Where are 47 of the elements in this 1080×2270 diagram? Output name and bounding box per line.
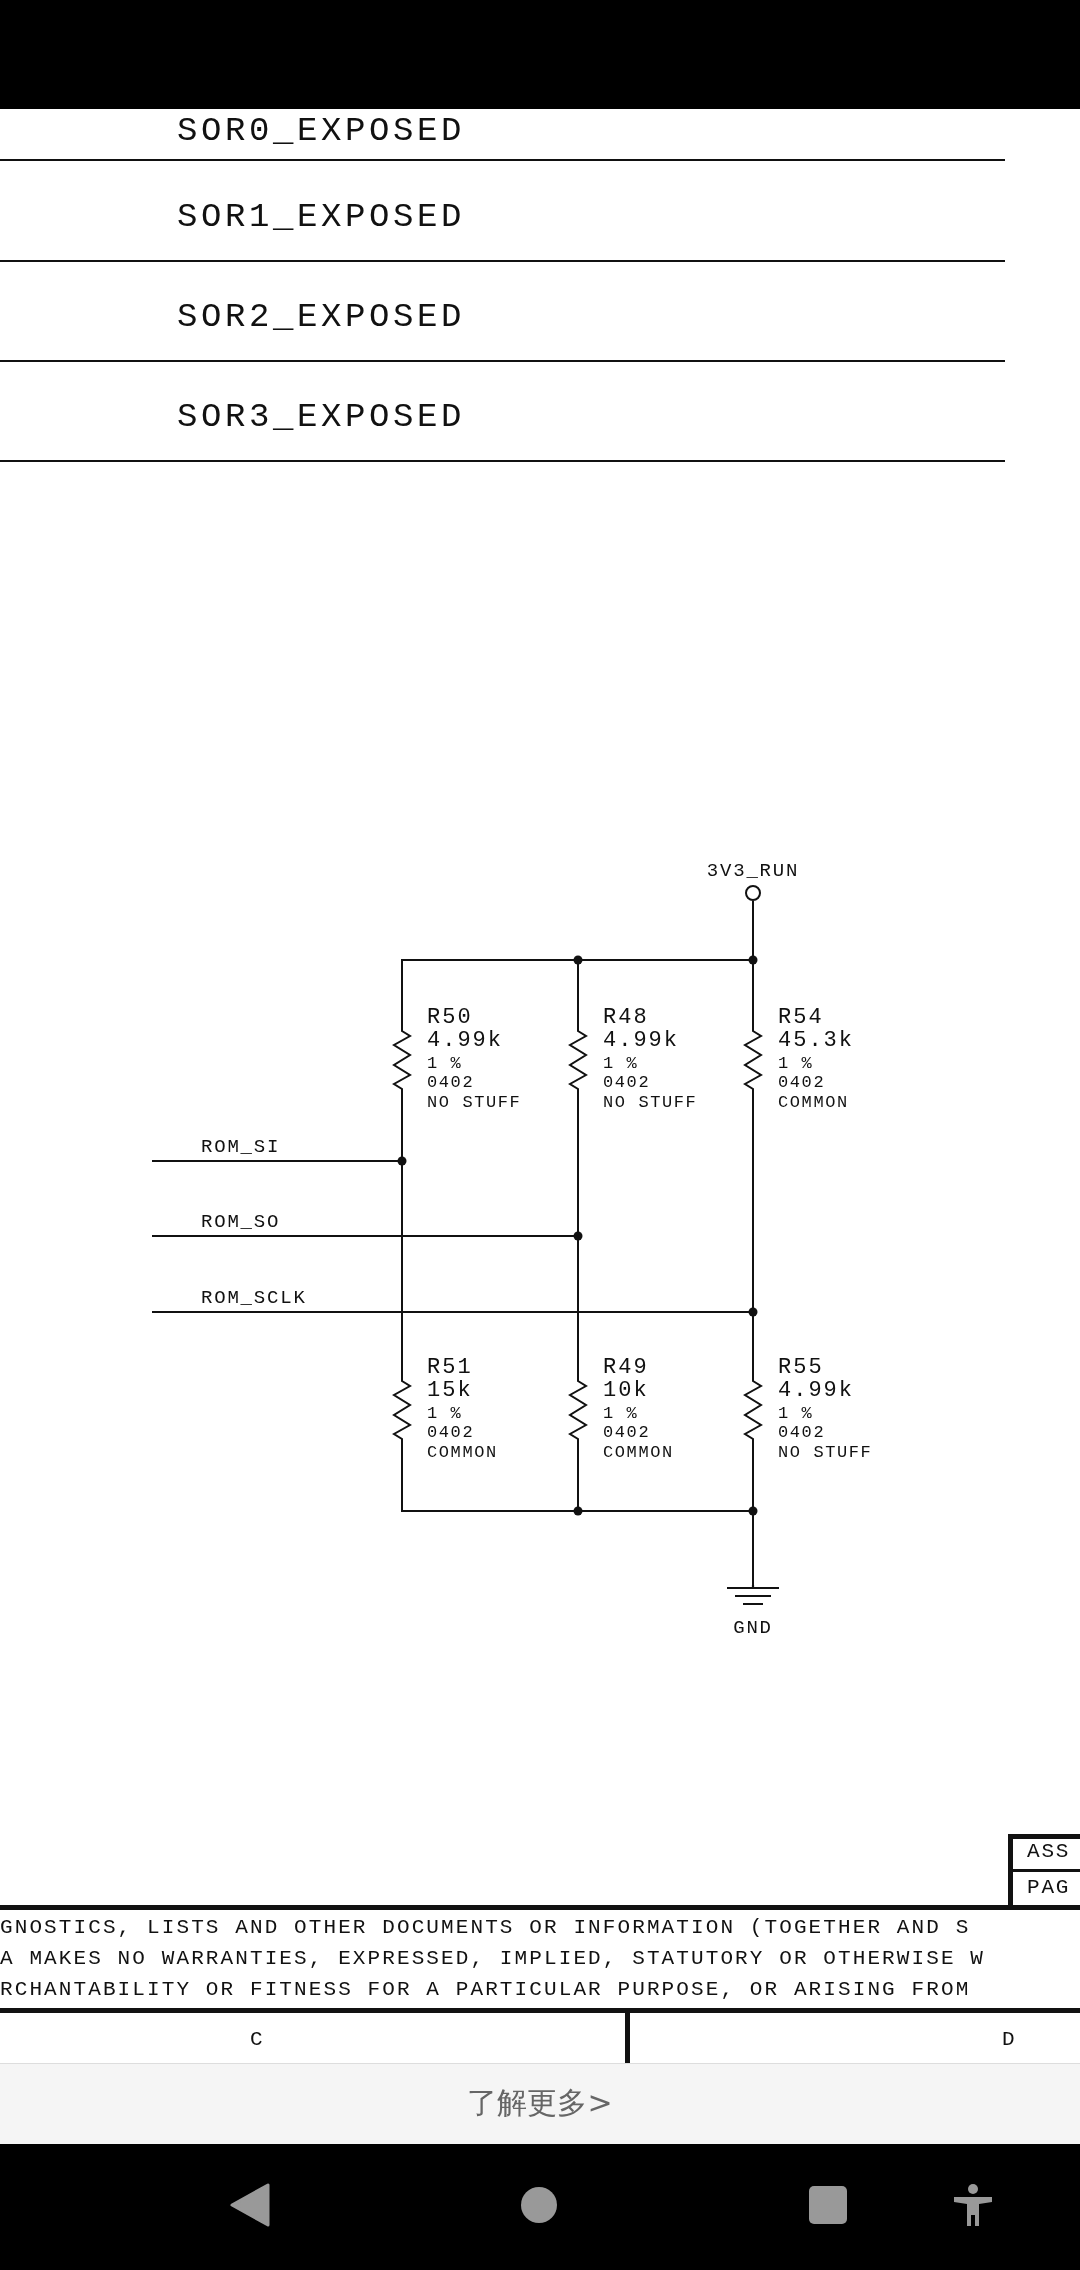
signal-name: SOR2_EXPOSED [177, 300, 466, 334]
resistance-value: 4.99k [427, 1030, 503, 1052]
tolerance-label: 1 % [427, 1055, 463, 1072]
part-designator: R48 [603, 1007, 649, 1029]
disclaimer-text: A MAKES NO WARRANTIES, EXPRESSED, IMPLIED, STATUTORY OR OTHERWISE W [0, 1948, 986, 1969]
power-net-label: 3V3_RUN [705, 862, 801, 881]
tolerance-label: 1 % [603, 1055, 639, 1072]
resistance-value: 4.99k [778, 1380, 854, 1402]
learn-more-link: 了解更多> [467, 2085, 613, 2120]
population-note: NO STUFF [603, 1094, 698, 1111]
population-note: COMMON [603, 1444, 674, 1461]
field-label: ASS [1027, 1841, 1071, 1862]
disclaimer-text: GNOSTICS, LISTS AND OTHER DOCUMENTS OR INFORMATION (TOGETHER AND S [0, 1917, 971, 1938]
zone-label: C [250, 2029, 263, 2050]
signal-name: SOR0_EXPOSED [177, 114, 466, 148]
package-label: 0402 [427, 1074, 475, 1091]
resistance-value: 10k [603, 1380, 649, 1402]
package-label: 0402 [603, 1424, 651, 1441]
package-label: 0402 [778, 1424, 826, 1441]
part-designator: R50 [427, 1007, 473, 1029]
part-designator: R51 [427, 1357, 473, 1379]
package-label: 0402 [603, 1074, 651, 1091]
population-note: COMMON [427, 1444, 498, 1461]
population-note: NO STUFF [778, 1444, 873, 1461]
part-designator: R55 [778, 1357, 824, 1379]
resistance-value: 15k [427, 1380, 473, 1402]
net-label: ROM_SI [201, 1138, 281, 1157]
tolerance-label: 1 % [603, 1405, 639, 1422]
disclaimer-text: RCHANTABILITY OR FITNESS FOR A PARTICULAR PURPOSE, OR ARISING FROM [0, 1979, 971, 2000]
tolerance-label: 1 % [778, 1055, 814, 1072]
net-label: ROM_SO [201, 1213, 281, 1232]
tolerance-label: 1 % [427, 1405, 463, 1422]
signal-name: SOR1_EXPOSED [177, 200, 466, 234]
package-label: 0402 [427, 1424, 475, 1441]
ground-label: GND [732, 1619, 774, 1638]
tolerance-label: 1 % [778, 1405, 814, 1422]
resistance-value: 45.3k [778, 1030, 854, 1052]
net-label: ROM_SCLK [201, 1289, 307, 1308]
resistance-value: 4.99k [603, 1030, 679, 1052]
package-label: 0402 [778, 1074, 826, 1091]
part-designator: R49 [603, 1357, 649, 1379]
population-note: COMMON [778, 1094, 849, 1111]
population-note: NO STUFF [427, 1094, 522, 1111]
part-designator: R54 [778, 1007, 824, 1029]
signal-name: SOR3_EXPOSED [177, 400, 466, 434]
field-label: PAG [1027, 1877, 1071, 1898]
zone-label: D [1002, 2029, 1015, 2050]
